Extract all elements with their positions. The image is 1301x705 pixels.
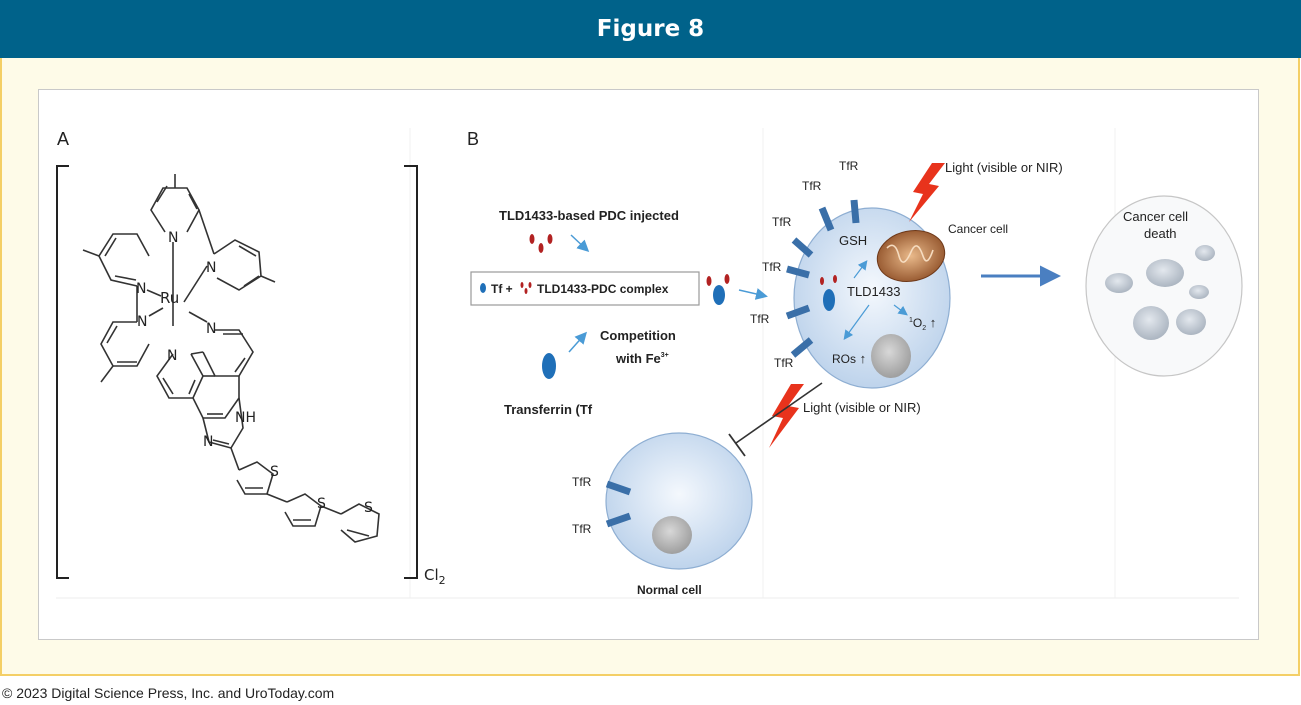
- arrow-icon: [738, 288, 768, 300]
- figure-image: A Cl2: [38, 89, 1259, 640]
- atom-s: S: [364, 500, 373, 516]
- receptor-icon: [605, 512, 632, 528]
- receptors: [785, 199, 860, 358]
- dead-cell: Cancer cell death: [1085, 195, 1243, 377]
- light-bottom-label: Light (visible or NIR): [803, 400, 921, 415]
- light-top-label: Light (visible or NIR): [945, 160, 1063, 175]
- figure-title: Figure 8: [596, 16, 705, 42]
- receptor-icon: [605, 480, 632, 496]
- lightning-bolt-icon: [909, 163, 945, 222]
- receptor-icon: [790, 337, 814, 358]
- atom-s: S: [270, 464, 279, 480]
- tfr-label: TfR: [772, 215, 792, 229]
- receptor-labels: TfR TfR TfR TfR TfR TfR: [750, 159, 859, 370]
- pdc-injected-label: TLD1433-based PDC injected: [499, 208, 679, 223]
- right-bracket: [404, 165, 418, 579]
- atom-n: N: [136, 281, 146, 297]
- ru-complex-structure: [82, 174, 380, 543]
- complex-label: TLD1433-PDC complex: [537, 282, 669, 296]
- tfr-label: TfR: [572, 522, 592, 536]
- competition-fe-label: with Fe3+: [615, 351, 669, 366]
- tfr-label: TfR: [774, 356, 794, 370]
- atom-nh: NH: [235, 410, 256, 426]
- normal-cell-label: Normal cell: [637, 583, 702, 597]
- ros-label: ROs ↑: [832, 351, 866, 366]
- lightning-bolt-icon: [769, 384, 804, 448]
- copyright-footer: © 2023 Digital Science Press, Inc. and U…: [2, 685, 335, 701]
- normal-cell: TfR TfR Normal cell: [572, 432, 753, 597]
- nucleus-icon: [871, 334, 911, 378]
- atom-s: S: [317, 496, 326, 512]
- panel-b-label: B: [467, 129, 479, 149]
- cancer-cell-label: Cancer cell: [948, 222, 1008, 236]
- transferrin-label: Transferrin (Tf: [504, 402, 593, 417]
- atom-labels: N N N N N N N NH S S S: [136, 230, 373, 516]
- tf-icon: [480, 283, 486, 293]
- receptor-icon: [785, 304, 811, 320]
- counterion-label: Cl2: [424, 566, 446, 587]
- panel-a-label: A: [57, 129, 69, 149]
- inhibition-icon: [728, 382, 823, 457]
- receptor-icon: [850, 199, 860, 224]
- arrow-icon: [570, 234, 590, 253]
- atom-n: N: [203, 434, 213, 450]
- atom-n: N: [168, 230, 178, 246]
- metal-center: Ru: [160, 289, 179, 307]
- left-bracket: [56, 165, 69, 579]
- arrow-icon: [568, 331, 587, 353]
- singlet-oxygen-label: 1O2 ↑: [909, 315, 936, 332]
- arrow-icon: [843, 304, 870, 340]
- complex-prefix: Tf +: [491, 282, 513, 296]
- atom-n: N: [206, 321, 216, 337]
- figure-banner: Figure 8: [0, 0, 1301, 58]
- tfr-label: TfR: [750, 312, 770, 326]
- atom-n: N: [167, 348, 177, 364]
- tfr-label: TfR: [802, 179, 822, 193]
- receptor-icon: [786, 265, 810, 279]
- gsh-label: GSH: [839, 233, 867, 248]
- receptor-icon: [818, 206, 835, 232]
- mitochondrion-icon: [876, 230, 946, 282]
- complex-box: [470, 271, 700, 306]
- competition-label: Competition: [600, 328, 676, 343]
- tfr-label: TfR: [762, 260, 782, 274]
- nucleus-icon: [652, 516, 692, 554]
- tfr-label: TfR: [839, 159, 859, 173]
- figure-svg: A Cl2: [56, 128, 1243, 599]
- arrow-icon: [893, 304, 908, 316]
- cancer-cell: GSH TLD1433 ROs ↑ 1O2 ↑: [793, 207, 951, 389]
- tld-label: TLD1433: [847, 284, 900, 299]
- drug-molecules-icon: [529, 234, 553, 253]
- panel-b: B TLD1433-based PDC injected Tf + TLD143…: [467, 129, 1243, 597]
- receptor-icon: [791, 237, 814, 258]
- tf-icon: [823, 289, 835, 311]
- atom-n: N: [206, 260, 216, 276]
- cell-death-label-line2: death: [1144, 226, 1177, 241]
- transferrin-icon: [542, 353, 556, 379]
- cell-death-label-line1: Cancer cell: [1123, 209, 1188, 224]
- panel-a: A Cl2: [56, 129, 446, 587]
- arrow-icon: [853, 260, 868, 279]
- bound-complex-icon: [706, 274, 730, 305]
- tfr-label: TfR: [572, 475, 592, 489]
- atom-n: N: [137, 314, 147, 330]
